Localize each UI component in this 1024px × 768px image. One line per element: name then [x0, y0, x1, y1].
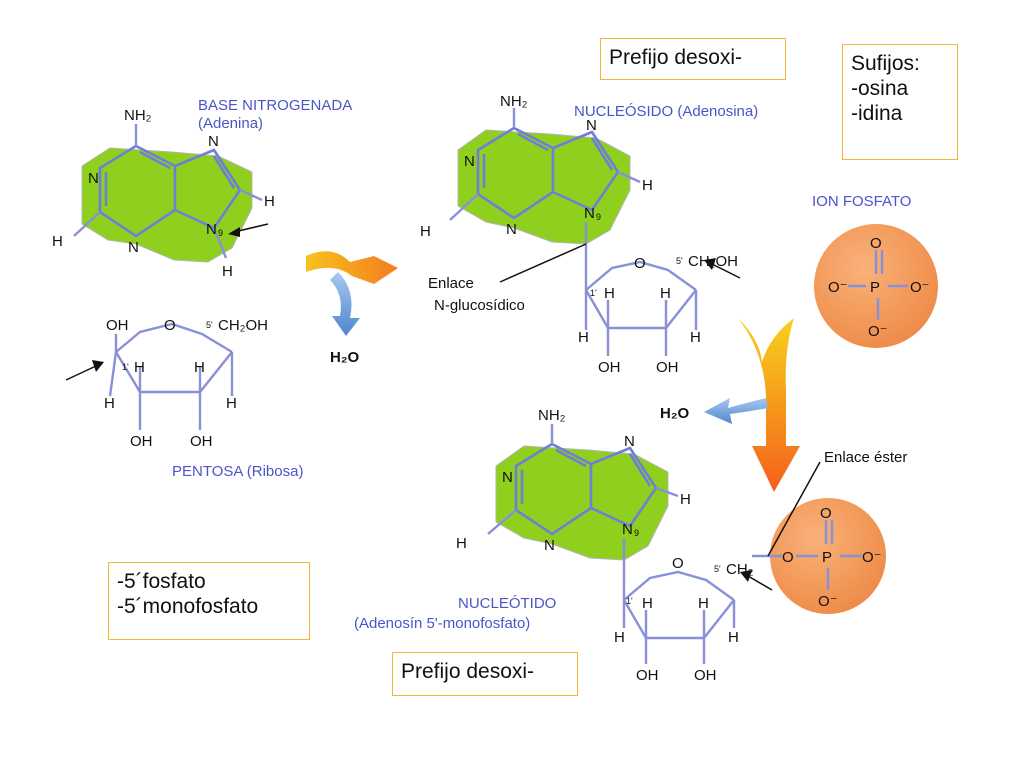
ester-callout-line	[767, 461, 821, 557]
h-atom: H	[578, 329, 589, 346]
h-atom: H	[222, 263, 233, 280]
h-atom: H	[642, 595, 653, 612]
oxygen-atom: O	[782, 549, 794, 566]
phosphate-names-box: -5´fosfato -5´monofosfato	[108, 562, 310, 640]
oh-group: OH	[694, 667, 717, 684]
h-atom: H	[660, 285, 671, 302]
n-atom: N	[624, 433, 635, 450]
h-atom: H	[104, 395, 115, 412]
oh-group: OH	[130, 433, 153, 450]
ester-bond-label: Enlace éster	[824, 449, 907, 466]
amp-molecule: NH₂ N N N N 9 H H O 5' CH₂ 1' H H H H OH…	[456, 407, 773, 684]
oxygen-anion: O⁻	[818, 593, 838, 610]
pentose-label: PENTOSA (Ribosa)	[172, 463, 303, 480]
glycosidic-callout-line	[499, 243, 587, 283]
n-atom: N	[206, 221, 217, 238]
h-atom: H	[264, 193, 275, 210]
n-atom: N	[208, 133, 219, 150]
n-atom: N	[128, 239, 139, 256]
suffix-osina: -osina	[851, 77, 909, 101]
ring-oxygen: O	[634, 255, 646, 272]
phosphate-ion: O O⁻ P O⁻ O⁻	[814, 224, 938, 348]
water-molecule: H₂O	[660, 405, 689, 422]
oh-group: OH	[106, 317, 129, 334]
oxygen-anion: O⁻	[862, 549, 882, 566]
glycosidic-label-2: N-glucosídico	[434, 297, 525, 314]
position-9-label: 9	[596, 212, 601, 222]
nucleotide-name: (Adenosín 5'-monofosfato)	[354, 615, 530, 632]
phosphate-name-2: -5´monofosfato	[117, 595, 259, 619]
condensation-arrow-1: H₂O	[306, 251, 398, 366]
oxygen-anion: O⁻	[910, 279, 930, 296]
oxygen-atom: O	[870, 235, 882, 252]
n-atom: N	[586, 117, 597, 134]
suffix-idina: -idina	[851, 102, 903, 126]
oxygen-anion: O⁻	[828, 279, 848, 296]
ring-oxygen: O	[672, 555, 684, 572]
position-1-label: 1'	[122, 362, 129, 372]
phosphorus-atom: P	[822, 549, 832, 566]
h-atom: H	[134, 359, 145, 376]
nh2-label: NH₂	[124, 107, 152, 124]
prefix-box-bottom: Prefijo desoxi-	[392, 652, 578, 696]
position-5-label: 5'	[714, 564, 721, 574]
n-atom: N	[502, 469, 513, 486]
suffixes-box: Sufijos: -osina -idina	[842, 44, 958, 160]
position-1-label: 1'	[590, 288, 597, 298]
h-atom: H	[226, 395, 237, 412]
h-atom: H	[194, 359, 205, 376]
adenosine-molecule: NH₂ N N N N 9 H H O 5' CH₂OH 1' H H H H …	[420, 93, 741, 376]
h-atom: H	[728, 629, 739, 646]
suffixes-title: Sufijos:	[851, 52, 920, 75]
water-molecule: H₂O	[330, 349, 359, 366]
position-1-label: 1'	[626, 596, 633, 606]
adenine-molecule: NH₂ N N N N 9 H H H	[52, 107, 275, 280]
phosphate-name-1: -5´fosfato	[117, 570, 206, 593]
phosphate-group: O O P O⁻ O⁻	[752, 498, 886, 614]
position-9-label: 9	[218, 228, 223, 238]
h-atom: H	[690, 329, 701, 346]
n-atom: N	[506, 221, 517, 238]
nucleotide-title: NUCLEÓTIDO	[458, 595, 556, 612]
n-atom: N	[584, 205, 595, 222]
h-atom: H	[680, 491, 691, 508]
oxygen-anion: O⁻	[868, 323, 888, 340]
h-atom: H	[698, 595, 709, 612]
prefix-text: Prefijo desoxi-	[401, 660, 535, 683]
base-title: BASE NITROGENADA	[198, 97, 352, 114]
nucleoside-title: NUCLEÓSIDO (Adenosina)	[574, 103, 758, 120]
h-atom: H	[456, 535, 467, 552]
phosphorus-atom: P	[870, 279, 880, 296]
prefix-box-top: Prefijo desoxi-	[600, 38, 786, 80]
h-atom: H	[52, 233, 63, 250]
position-5-label: 5'	[206, 320, 213, 330]
glycosidic-label-1: Enlace	[428, 275, 474, 292]
oh-group: OH	[656, 359, 679, 376]
oh-group: OH	[190, 433, 213, 450]
oxygen-atom: O	[820, 505, 832, 522]
h-atom: H	[614, 629, 625, 646]
nh2-label: NH₂	[538, 407, 566, 424]
h-atom: H	[420, 223, 431, 240]
ion-phosphate-title: ION FOSFATO	[812, 193, 911, 210]
oh-group: OH	[598, 359, 621, 376]
oh-group: OH	[636, 667, 659, 684]
n-atom: N	[464, 153, 475, 170]
condensation-arrow-2: H₂O	[660, 318, 800, 492]
prefix-text: Prefijo desoxi-	[609, 46, 743, 69]
n-atom: N	[622, 521, 633, 538]
position-9-label: 9	[634, 528, 639, 538]
n-atom: N	[544, 537, 555, 554]
h-atom: H	[642, 177, 653, 194]
ribose-molecule: OH O 5' CH₂OH 1' H H H H OH OH	[65, 317, 268, 450]
ch2oh-group: CH₂OH	[218, 317, 268, 334]
position-5-label: 5'	[676, 256, 683, 266]
nh2-label: NH₂	[500, 93, 528, 110]
h-atom: H	[604, 285, 615, 302]
ring-oxygen: O	[164, 317, 176, 334]
n-atom: N	[88, 170, 99, 187]
base-name: (Adenina)	[198, 115, 263, 132]
